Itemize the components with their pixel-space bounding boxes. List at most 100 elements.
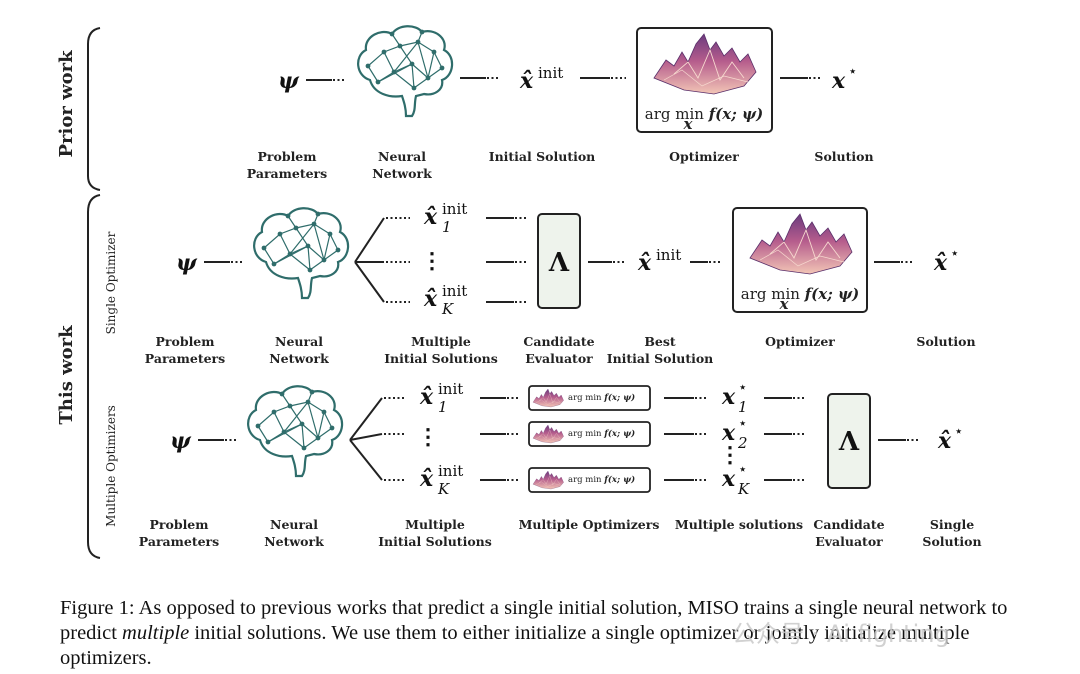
vdots: ⋮ (421, 248, 443, 274)
label-multi-2: Initial Solutions (378, 534, 492, 549)
caption-text: Figure 1: As opposed to previous works t… (60, 597, 1008, 644)
sub-2: 2 (737, 434, 748, 452)
lambda-symbol: Λ (838, 427, 860, 457)
fork (354, 217, 385, 303)
label-multi-2: Initial Solutions (384, 351, 498, 366)
vdots: ⋮ (719, 442, 741, 468)
label-solutions: Multiple solutions (675, 517, 803, 532)
x-init-K: x̂ (423, 286, 438, 312)
this-work-title: This work (56, 325, 77, 425)
label-optimizers: Multiple Optimizers (519, 517, 660, 532)
label-nn: Neural (378, 149, 426, 164)
label-nn-2: Network (269, 351, 329, 366)
prior-work-title: Prior work (56, 50, 77, 158)
label-problem-2: Parameters (145, 351, 225, 366)
x-init-K: x̂ (419, 466, 434, 492)
argmin-formula: arg min f(x; ψ) (741, 285, 859, 303)
psi-symbol: ψ (176, 250, 198, 276)
label-problem: Problem (156, 334, 215, 349)
x-star: x (831, 68, 846, 94)
caption-emphasis: multiple (122, 622, 190, 644)
caption-text-2: initial solutions. We use them to either… (60, 622, 970, 669)
init-sup: init (442, 282, 467, 300)
init-sup: init (438, 380, 463, 398)
init-sup: init (442, 200, 467, 218)
multiple-optimizers-title: Multiple Optimizers (104, 405, 118, 527)
label-multi: Multiple (405, 517, 465, 532)
label-optimizer: Optimizer (669, 149, 739, 164)
star-sup: ⋆ (738, 460, 747, 478)
label-nn: Neural (270, 517, 318, 532)
psi-symbol: ψ (278, 68, 300, 94)
brain-icon (357, 25, 454, 118)
single-optimizer-title: Single Optimizer (104, 231, 118, 334)
argmin-formula: arg min f(x; ψ) (568, 392, 635, 403)
label-init: Initial Solution (489, 149, 596, 164)
miso-diagram: Prior work This work Single Optimizer Mu… (56, 25, 982, 559)
lambda-symbol: Λ (548, 248, 570, 278)
argmin-formula: arg min f(x; ψ) (568, 474, 635, 485)
x-hat-star: x̂ (937, 428, 952, 454)
sub-K: K (437, 480, 450, 498)
label-nn-2: Network (264, 534, 324, 549)
x-star-2: x (721, 420, 736, 446)
argmin-under: x (683, 115, 694, 133)
x-hat-star: x̂ (933, 250, 948, 276)
label-candidate-2: Evaluator (815, 534, 883, 549)
label-solution: Solution (814, 149, 873, 164)
init-sup: init (438, 462, 463, 480)
psi-symbol: ψ (170, 428, 192, 454)
label-single: Single (930, 517, 974, 532)
sub-K: K (737, 480, 750, 498)
multi-row: ψ x̂ init 1 ⋮ x̂ init K arg min f(x; ψ) … (139, 378, 982, 549)
label-candidate: Candidate (813, 517, 884, 532)
x-init: x̂ (519, 68, 534, 94)
sub-K: K (441, 300, 454, 318)
x-init-1: x̂ (423, 204, 438, 230)
star-sup: ⋆ (950, 244, 959, 262)
sub-1: 1 (738, 398, 748, 416)
this-bracket (87, 194, 101, 559)
label-problem: Problem (258, 149, 317, 164)
brain-icon (247, 385, 344, 478)
watermark: 公众号 · Ai fighting (732, 620, 950, 648)
argmin-under: x (779, 295, 790, 313)
star-sup: ⋆ (738, 378, 747, 396)
label-solution: Solution (916, 334, 975, 349)
init-sup: init (538, 64, 563, 82)
star-sup: ⋆ (954, 422, 963, 440)
label-nn: Neural (275, 334, 323, 349)
label-problem: Problem (150, 517, 209, 532)
fork (349, 397, 383, 481)
label-candidate-2: Evaluator (525, 351, 593, 366)
label-single-2: Solution (922, 534, 981, 549)
x-init: x̂ (637, 250, 652, 276)
label-best: Best (644, 334, 676, 349)
star-sup: ⋆ (738, 414, 747, 432)
sub-1: 1 (438, 398, 448, 416)
single-row: ψ x̂ init 1 ⋮ x̂ init K Λ x̂ init arg mi… (145, 200, 976, 366)
label-problem-2: Parameters (247, 166, 327, 181)
figure-caption: Figure 1: As opposed to previous works t… (60, 596, 1020, 671)
label-problem-2: Parameters (139, 534, 219, 549)
sub-1: 1 (442, 218, 452, 236)
label-multi: Multiple (411, 334, 471, 349)
candidate-evaluator-box (827, 393, 871, 489)
mini-optimizer-2: arg min f(x; ψ) (528, 421, 651, 447)
x-star-K: x (721, 466, 736, 492)
x-star-1: x (721, 384, 736, 410)
init-sup: init (656, 246, 681, 264)
prior-bracket (87, 27, 101, 191)
prior-row: ψ x̂ init arg min f(x; ψ) x x ⋆ Problem … (247, 25, 874, 181)
brain-icon (253, 207, 350, 300)
label-nn-2: Network (372, 166, 432, 181)
vdots: ⋮ (417, 424, 439, 450)
mini-optimizer-1: arg min f(x; ψ) (528, 385, 651, 411)
candidate-evaluator-box (537, 213, 581, 309)
label-optimizer: Optimizer (765, 334, 835, 349)
star-sup: ⋆ (848, 62, 857, 80)
label-candidate: Candidate (523, 334, 594, 349)
x-init-1: x̂ (419, 384, 434, 410)
label-best-2: Initial Solution (607, 351, 714, 366)
mini-optimizer-K: arg min f(x; ψ) (528, 467, 651, 493)
